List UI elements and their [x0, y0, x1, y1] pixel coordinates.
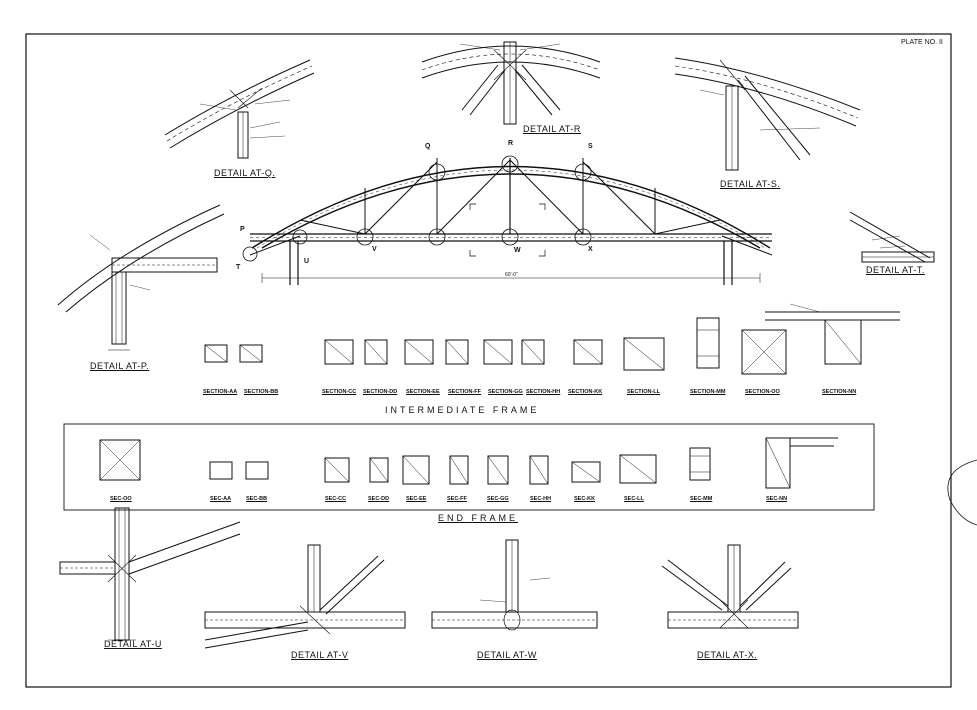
detail-t-label: DETAIL AT-T.: [866, 265, 925, 275]
detail-q-drawing: [164, 59, 315, 159]
int-section-label: SECTION-OO: [745, 389, 780, 395]
end-section-label: SEC-MM: [690, 496, 713, 502]
svg-text:60'-0": 60'-0": [505, 272, 518, 278]
end-section-label: SEC-CC: [325, 496, 347, 502]
end-section-label: SEC-LL: [624, 496, 644, 502]
truss-mark: V: [372, 246, 377, 253]
detail-r-drawing: [421, 41, 601, 125]
detail-u-label: DETAIL AT-U: [104, 639, 162, 649]
int-section-label: SECTION-KK: [568, 389, 603, 395]
truss-mark: U: [304, 258, 310, 265]
truss-mark: R: [508, 140, 514, 147]
end-frame-sections: [63, 423, 875, 511]
detail-v-label: DETAIL AT-V: [291, 650, 349, 660]
end-section-label: SEC-BB: [246, 496, 268, 502]
truss-mark: Q: [425, 143, 431, 150]
end-section-label: SEC-NN: [766, 496, 788, 502]
truss-mark: S: [588, 143, 593, 150]
detail-x-label: DETAIL AT-X.: [697, 650, 758, 660]
int-section-label: SECTION-EE: [406, 389, 440, 395]
detail-s-drawing: [674, 57, 861, 171]
end-section-label: SEC-AA: [210, 496, 232, 502]
end-section-label: SEC-FF: [447, 496, 467, 502]
plate-number: PLATE NO. II: [901, 39, 943, 46]
int-section-label: SECTION-LL: [627, 389, 660, 395]
int-section-label: SECTION-AA: [203, 389, 238, 395]
detail-w-drawing: [431, 539, 598, 631]
int-section-label: SECTION-DD: [363, 389, 398, 395]
int-section-label: SECTION-BB: [244, 389, 279, 395]
detail-u-drawing: [59, 507, 241, 641]
detail-s-label: DETAIL AT-S.: [720, 179, 781, 189]
int-section-label: SECTION-GG: [488, 389, 523, 395]
detail-x-drawing: [661, 544, 799, 629]
end-section-label: SEC-DD: [368, 496, 390, 502]
detail-t-drawing: [849, 211, 935, 263]
main-truss-elevation: 60'-0": [242, 155, 773, 285]
detail-p-label: DETAIL AT-P.: [90, 361, 150, 371]
detail-q-label: DETAIL AT-Q.: [214, 168, 276, 178]
detail-r-label: DETAIL AT-R: [523, 124, 581, 134]
int-section-label: SECTION-FF: [448, 389, 481, 395]
truss-mark: X: [588, 246, 593, 253]
detail-w-label: DETAIL AT-W: [477, 650, 537, 660]
intermediate-frame-sections: [204, 303, 900, 375]
detail-v-drawing: [204, 544, 406, 649]
int-section-label: SECTION-MM: [690, 389, 726, 395]
detail-p-drawing: [57, 204, 225, 351]
truss-mark: W: [514, 247, 521, 254]
intermediate-frame-heading: INTERMEDIATE FRAME: [385, 405, 540, 415]
end-section-label: SEC-HH: [530, 496, 552, 502]
end-frame-heading: END FRAME: [438, 513, 519, 523]
int-section-label: SECTION-HH: [526, 389, 561, 395]
sheet-border: [25, 33, 952, 688]
end-section-label: SEC-OO: [110, 496, 132, 502]
truss-mark: P: [240, 226, 245, 233]
scan-edge-mark: [947, 459, 977, 526]
int-section-label: SECTION-NN: [822, 389, 857, 395]
end-section-label: SEC-EE: [406, 496, 427, 502]
end-section-label: SEC-KK: [574, 496, 596, 502]
truss-mark: T: [236, 264, 241, 271]
int-section-label: SECTION-CC: [322, 389, 357, 395]
end-section-label: SEC-GG: [487, 496, 509, 502]
